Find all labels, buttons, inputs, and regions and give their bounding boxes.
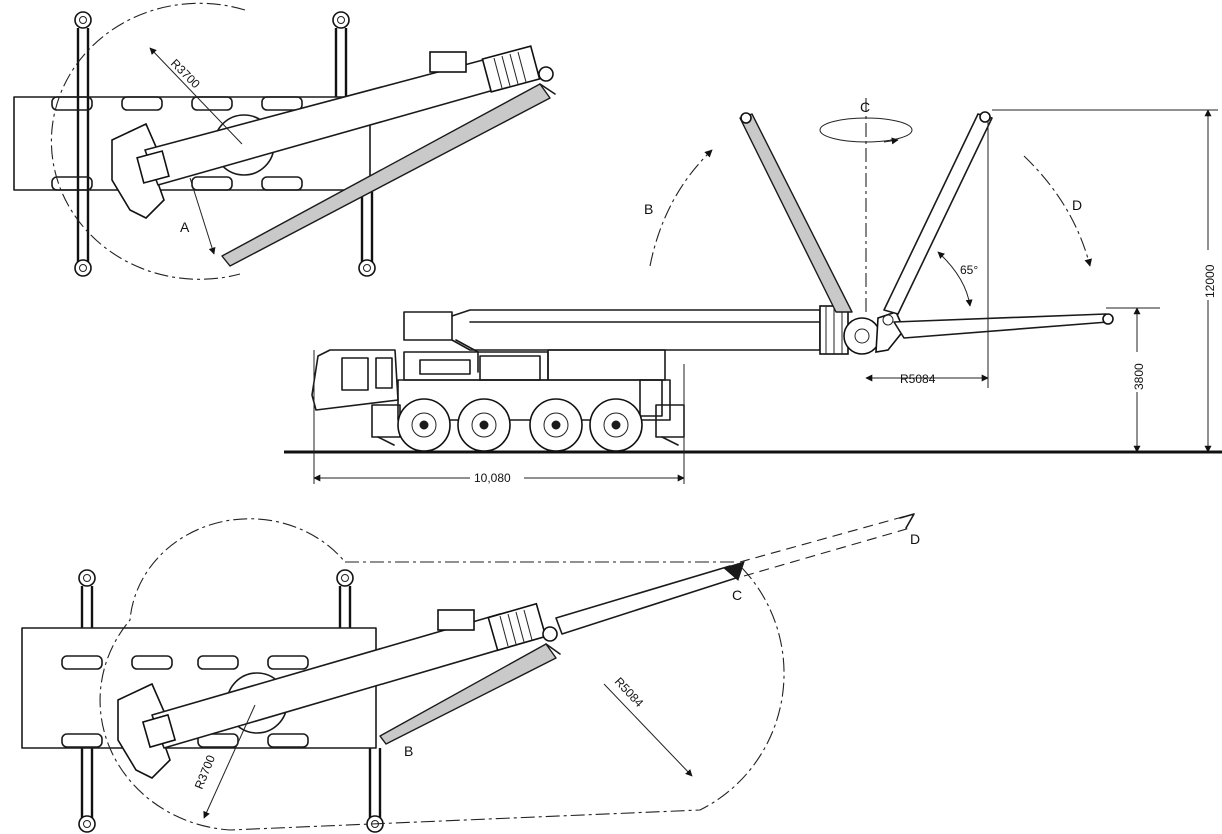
side-luff-arc-b bbox=[649, 149, 713, 267]
side-label-c: C bbox=[860, 99, 870, 115]
bottom-outriggers bbox=[78, 569, 384, 833]
bottom-label-b: B bbox=[404, 743, 413, 759]
side-label-b: B bbox=[644, 201, 653, 217]
side-label-angle: 65° bbox=[960, 263, 978, 277]
side-label-d: D bbox=[1072, 197, 1082, 213]
bottom-label-r5084: R5084 bbox=[612, 674, 647, 710]
top-main-boom bbox=[144, 55, 509, 186]
side-wheels bbox=[397, 398, 643, 452]
top-counterweight bbox=[111, 122, 165, 219]
side-label-12000: 12000 bbox=[1203, 264, 1217, 298]
bottom-label-d: D bbox=[910, 531, 920, 547]
side-elevation-view: C B D 65° R5084 12000 3800 10,080 bbox=[284, 98, 1222, 486]
side-slew-ellipse bbox=[819, 117, 913, 143]
side-jib-right bbox=[883, 113, 993, 315]
bottom-boom-head bbox=[487, 602, 558, 652]
side-label-10080: 10,080 bbox=[474, 471, 511, 485]
bottom-counterweight bbox=[117, 682, 171, 779]
bottom-label-c: C bbox=[732, 587, 742, 603]
side-stowed-boom bbox=[403, 309, 821, 373]
bottom-label-r3700: R3700 bbox=[192, 753, 218, 791]
side-jib-left bbox=[739, 113, 853, 313]
top-label-r3700: R3700 bbox=[168, 56, 203, 91]
bottom-jib-ghost bbox=[739, 513, 915, 577]
bottom-main-boom bbox=[151, 613, 513, 749]
bottom-cab-box bbox=[437, 609, 475, 631]
side-label-r5084: R5084 bbox=[900, 372, 936, 386]
top-boom-head bbox=[481, 45, 554, 93]
bottom-plan-view: B C D R5084 R3700 bbox=[21, 513, 920, 833]
side-label-3800: 3800 bbox=[1132, 363, 1146, 390]
side-angle-arc bbox=[937, 251, 973, 307]
side-boom-head bbox=[819, 305, 905, 355]
top-swing-arc bbox=[50, 2, 246, 280]
bottom-swing-loop bbox=[99, 518, 785, 831]
bottom-folded-jib bbox=[379, 643, 557, 745]
top-jib bbox=[221, 83, 551, 267]
top-label-a: A bbox=[180, 219, 190, 235]
top-outriggers bbox=[74, 11, 376, 277]
side-jib-horizontal bbox=[893, 313, 1109, 339]
bottom-extended-jib bbox=[555, 565, 737, 635]
top-plan-view: A R3700 bbox=[13, 2, 556, 280]
top-cab-box bbox=[429, 51, 467, 73]
